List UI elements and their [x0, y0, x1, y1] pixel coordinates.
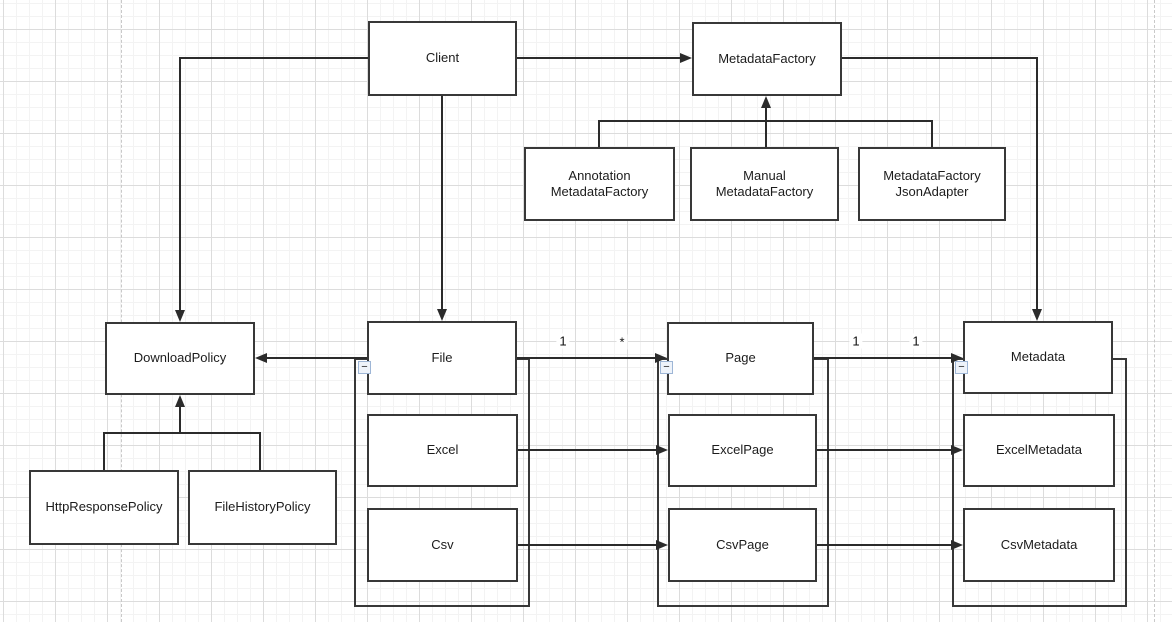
- node-label: MetadataFactory: [718, 50, 816, 66]
- arrowhead-up-icon: [175, 395, 185, 407]
- node-label: Page: [725, 350, 756, 366]
- arrowhead-right-icon: [951, 353, 963, 363]
- node-filehistorypolicy[interactable]: FileHistoryPolicy: [188, 470, 337, 545]
- arrowhead-left-icon: [255, 353, 267, 363]
- arrowhead-down-icon: [437, 309, 447, 321]
- edge-file-downloadpolicy[interactable]: [266, 357, 367, 359]
- arrowhead-right-icon: [656, 540, 668, 550]
- arrowhead-down-icon: [175, 310, 185, 322]
- arrowhead-up-icon: [761, 96, 771, 108]
- multiplicity-file-page-target: *: [616, 334, 628, 350]
- node-label: CsvMetadata: [1000, 536, 1078, 552]
- edge-client-file[interactable]: [441, 96, 443, 310]
- node-label: ExcelPage: [711, 442, 774, 458]
- edge-metadatafactory-metadata[interactable]: [841, 57, 1038, 59]
- arrowhead-right-icon: [951, 445, 963, 455]
- node-file[interactable]: File: [367, 321, 517, 395]
- node-metadatafactory[interactable]: MetadataFactory: [692, 22, 842, 96]
- arrowhead-right-icon: [655, 353, 667, 363]
- edge-csvpage-csvmetadata[interactable]: [817, 544, 952, 546]
- node-label: Metadata: [1010, 349, 1066, 365]
- collapse-icon[interactable]: −: [955, 361, 968, 374]
- arrowhead-right-icon: [680, 53, 692, 63]
- node-excel[interactable]: Excel: [367, 414, 518, 487]
- edge-csv-csvpage[interactable]: [518, 544, 657, 546]
- edge-children-downloadpolicy-trunk[interactable]: [179, 406, 181, 433]
- node-excelmetadata[interactable]: ExcelMetadata: [963, 414, 1115, 487]
- edge-children-downloadpolicy-connector[interactable]: [103, 432, 261, 434]
- edge-client-metadatafactory[interactable]: [517, 57, 681, 59]
- node-label: Annotation MetadataFactory: [550, 167, 649, 199]
- node-downloadpolicy[interactable]: DownloadPolicy: [105, 322, 255, 395]
- node-httpresponsepolicy[interactable]: HttpResponsePolicy: [29, 470, 179, 545]
- node-excelpage[interactable]: ExcelPage: [668, 414, 817, 487]
- node-csvmetadata[interactable]: CsvMetadata: [963, 508, 1115, 582]
- arrowhead-right-icon: [951, 540, 963, 550]
- node-label: File: [431, 349, 453, 365]
- node-csvpage[interactable]: CsvPage: [668, 508, 817, 582]
- edge-metadatafactoryjsonadapter-branch[interactable]: [931, 120, 933, 147]
- node-label: FileHistoryPolicy: [214, 499, 311, 515]
- edge-file-page[interactable]: [517, 357, 656, 359]
- arrowhead-down-icon: [1032, 309, 1042, 321]
- node-csv[interactable]: Csv: [367, 508, 518, 582]
- edge-annotationmetadatafactory-branch[interactable]: [598, 120, 600, 147]
- page-boundary-guide-right: [1154, 0, 1155, 622]
- node-label: Manual MetadataFactory: [715, 167, 814, 199]
- edge-httpresponsepolicy-branch[interactable]: [103, 432, 105, 470]
- multiplicity-page-metadata-target: 1: [909, 333, 923, 349]
- node-metadatafactoryjsonadapter[interactable]: MetadataFactory JsonAdapter: [858, 147, 1006, 221]
- edge-metadatafactory-metadata[interactable]: [1036, 57, 1038, 310]
- node-label: MetadataFactory JsonAdapter: [883, 167, 981, 199]
- node-metadata[interactable]: Metadata: [963, 321, 1113, 394]
- edge-children-metadatafactory-connector[interactable]: [598, 120, 933, 122]
- edge-excel-excelpage[interactable]: [518, 449, 657, 451]
- node-annotationmetadatafactory[interactable]: Annotation MetadataFactory: [524, 147, 675, 221]
- node-page[interactable]: Page: [667, 322, 814, 395]
- node-label: Client: [425, 50, 460, 66]
- node-label: HttpResponsePolicy: [45, 499, 163, 515]
- node-label: CsvPage: [716, 536, 769, 552]
- collapse-icon[interactable]: −: [358, 361, 371, 374]
- multiplicity-page-metadata-source: 1: [849, 333, 863, 349]
- node-client[interactable]: Client: [368, 21, 517, 96]
- node-manualmetadatafactory[interactable]: Manual MetadataFactory: [690, 147, 839, 221]
- arrowhead-right-icon: [656, 445, 668, 455]
- page-boundary-guide-left: [121, 0, 122, 622]
- node-label: Csv: [431, 536, 454, 552]
- edge-filehistorypolicy-branch[interactable]: [259, 432, 261, 470]
- edge-client-downloadpolicy[interactable]: [180, 57, 368, 59]
- edge-page-metadata[interactable]: [814, 357, 952, 359]
- node-label: Excel: [426, 442, 459, 458]
- multiplicity-file-page-source: 1: [556, 333, 570, 349]
- node-label: ExcelMetadata: [996, 442, 1082, 458]
- edge-excelpage-excelmetadata[interactable]: [817, 449, 952, 451]
- collapse-icon[interactable]: −: [660, 361, 673, 374]
- edge-children-metadatafactory-trunk[interactable]: [765, 107, 767, 147]
- node-label: DownloadPolicy: [133, 350, 227, 366]
- edge-client-downloadpolicy[interactable]: [179, 57, 181, 311]
